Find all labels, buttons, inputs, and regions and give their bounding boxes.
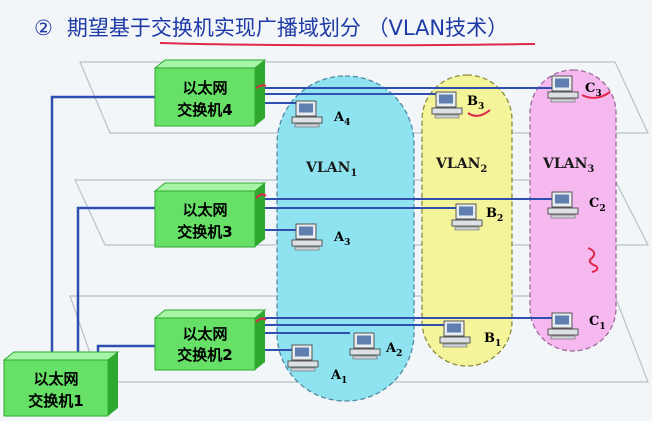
host-c2-label: C2 bbox=[589, 196, 606, 214]
slide-title: ② 期望基于交换机实现广播域划分 （VLAN技术） bbox=[34, 12, 508, 42]
host-c2: C2 bbox=[547, 191, 606, 219]
host-c3: C3 bbox=[547, 75, 602, 103]
host-a1-label: A1 bbox=[330, 368, 347, 386]
vlan2-label: VLAN2 bbox=[435, 156, 487, 175]
title-text: 期望基于交换机实现广播域划分 （VLAN技术） bbox=[66, 16, 509, 40]
vlan3-label: VLAN3 bbox=[542, 156, 594, 175]
mark-sw2 bbox=[255, 317, 267, 323]
host-links bbox=[258, 87, 555, 351]
switch-3-line1: 以太网 bbox=[182, 201, 227, 219]
switch-2-line1: 以太网 bbox=[182, 325, 227, 343]
mark-sw4 bbox=[255, 84, 267, 89]
mark-b3 bbox=[467, 109, 491, 117]
mark-c3 bbox=[581, 91, 611, 99]
vlan1-region bbox=[276, 75, 415, 402]
trunk-sw1-sw4 bbox=[50, 95, 155, 355]
host-a3: A3 bbox=[291, 223, 350, 251]
red-annotations bbox=[255, 84, 611, 323]
host-b3: B3 bbox=[431, 91, 484, 119]
switch-1-line1: 以太网 bbox=[33, 370, 78, 388]
host-a2: A2 bbox=[349, 332, 402, 360]
switch-4: 以太网 交换机4 bbox=[153, 59, 267, 127]
switch-2: 以太网 交换机2 bbox=[153, 309, 267, 371]
switch-1: 以太网 交换机1 bbox=[2, 351, 120, 417]
host-b1: B1 bbox=[439, 320, 501, 349]
host-b2: B2 bbox=[451, 203, 503, 231]
switch-3: 以太网 交换机3 bbox=[153, 182, 267, 248]
host-a1: A1 bbox=[287, 344, 347, 386]
title-underline bbox=[159, 42, 536, 47]
trunk-sw1-sw3 bbox=[76, 206, 155, 355]
host-b2-label: B2 bbox=[486, 206, 503, 224]
host-b3-label: B3 bbox=[467, 94, 484, 112]
host-c3-label: C3 bbox=[585, 81, 602, 99]
switch-4-line1: 以太网 bbox=[182, 79, 227, 97]
host-a4: A4 bbox=[291, 100, 350, 128]
switch-1-line2: 交换机1 bbox=[28, 392, 83, 410]
host-a2-label: A2 bbox=[385, 341, 402, 359]
host-a3-label: A3 bbox=[333, 230, 350, 248]
vlan1-label: VLAN1 bbox=[305, 160, 357, 179]
switch-2-line2: 交换机2 bbox=[177, 346, 232, 364]
title-number: ② bbox=[34, 16, 53, 40]
squiggle-vlan3 bbox=[587, 247, 599, 273]
host-c1: C1 bbox=[547, 312, 606, 340]
switch-4-line2: 交换机4 bbox=[177, 101, 232, 119]
floor-plane-4 bbox=[79, 61, 649, 134]
backbone-links bbox=[50, 95, 155, 355]
host-b1-label: B1 bbox=[484, 331, 501, 349]
switch-3-line2: 交换机3 bbox=[177, 223, 232, 241]
host-c1-label: C1 bbox=[589, 314, 606, 332]
mark-sw3 bbox=[255, 193, 267, 199]
host-a4-label: A4 bbox=[333, 110, 350, 128]
